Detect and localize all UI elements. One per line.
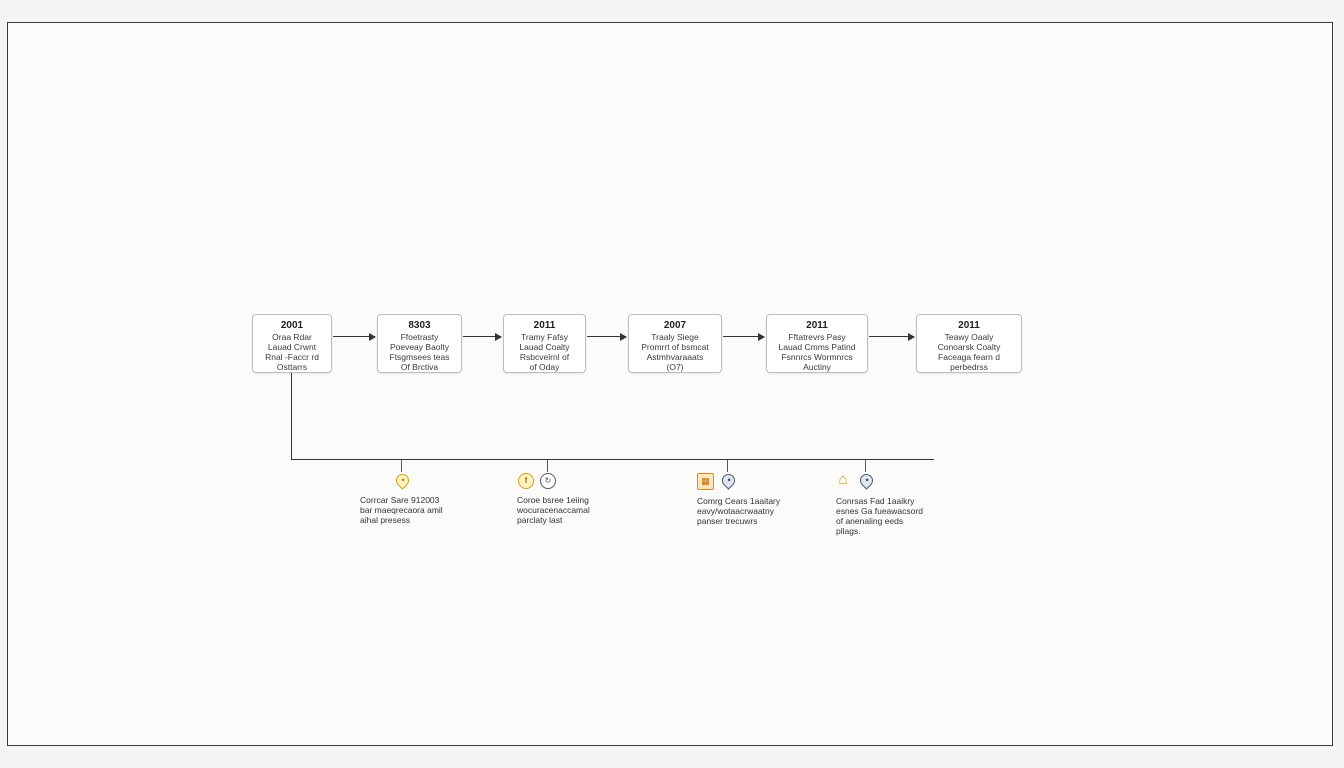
milestone-line: Oraa Rdar <box>272 332 312 342</box>
event-tick <box>865 460 867 472</box>
house-icon: ⌂ <box>838 470 848 488</box>
event-line: pllags. <box>836 526 861 536</box>
milestone-box: 2007 Traaly Siege Promrrt of bsmcat Astm… <box>628 314 722 373</box>
event-description: Coroe bsree 1eiing wocuracenaccamal parc… <box>517 495 627 525</box>
milestone-line: perbedrss <box>950 362 988 372</box>
milestone-box: 2011 Fftatrevrs Pasy Lauad Cmms Patind F… <box>766 314 868 373</box>
milestone-line: Tramy Fafsy <box>521 332 568 342</box>
event-line: parclaty last <box>517 515 563 525</box>
milestone-line: Ffoetrasty <box>400 332 439 342</box>
connector-arrow <box>587 331 627 343</box>
event-line: Conrsas Fad 1aaikry <box>836 496 915 506</box>
milestone-line: Teawy Oaaly <box>944 332 994 342</box>
milestone-line: Fftatrevrs Pasy <box>788 332 846 342</box>
milestone-year: 2011 <box>533 320 556 331</box>
event-line: Comrg Cears 1aaitary <box>697 496 781 506</box>
milestone-line: Promrrt of bsmcat <box>641 342 709 352</box>
event-line: wocuracenaccamal <box>517 505 590 515</box>
connector-arrow <box>869 331 915 343</box>
milestone-line: Fsnnrcs Wormnrcs <box>781 352 853 362</box>
milestone-line: Poeveay Baolty <box>389 342 450 352</box>
milestone-year: 2011 <box>958 320 980 331</box>
event-line: aihal presess <box>360 515 411 525</box>
timeline-rail-vertical <box>291 373 293 460</box>
milestone-line: Lauad Coalty <box>519 342 570 352</box>
milestone-year: 2001 <box>280 320 304 331</box>
milestone-year: 2007 <box>663 320 687 331</box>
info-icon: f <box>518 473 534 489</box>
connector-arrow <box>333 331 376 343</box>
milestone-line: Conoarsk Coalty <box>937 342 1001 352</box>
event-description: Conrsas Fad 1aaikry esnes Ga fueawacsord… <box>836 496 946 536</box>
event-line: panser trecuwrs <box>697 516 758 526</box>
milestone-line: Traaly Siege <box>651 332 699 342</box>
event-line: of anenaling eeds <box>836 516 904 526</box>
event-description: Corrcar Sare 912003 bar maeqrecaora amil… <box>360 495 470 525</box>
event-line: eavy/wotaacrwaatny <box>697 506 775 516</box>
event-line: esnes Ga fueawacsord <box>836 506 923 516</box>
refresh-icon: ↻ <box>540 473 556 489</box>
grid-icon: ▦ <box>697 473 714 490</box>
milestone-line: Lauad Crwnt <box>267 342 317 352</box>
milestone-line: Rsbcvelrnl of <box>519 352 570 362</box>
milestone-box: 2011 Tramy Fafsy Lauad Coalty Rsbcvelrnl… <box>503 314 586 373</box>
milestone-line: of Oday <box>529 362 560 372</box>
event-description: Comrg Cears 1aaitary eavy/wotaacrwaatny … <box>697 496 807 526</box>
milestone-year: 8303 <box>408 320 431 331</box>
event-line: Coroe bsree 1eiing <box>517 495 589 505</box>
event-line: Corrcar Sare 912003 <box>360 495 440 505</box>
connector-arrow <box>723 331 765 343</box>
milestone-line: Faceaga fearn d <box>938 352 1000 362</box>
event-tick <box>401 460 403 472</box>
milestone-line: Lauad Cmms Patind <box>778 342 856 352</box>
milestone-line: Auctiny <box>803 362 831 372</box>
event-tick <box>547 460 549 472</box>
milestone-line: (O7) <box>666 362 684 372</box>
diagram-frame <box>7 22 1333 746</box>
milestone-line: Of Brctiva <box>400 362 439 372</box>
milestone-box: 2011 Teawy Oaaly Conoarsk Coalty Faceaga… <box>916 314 1022 373</box>
milestone-line: Ftsgmsees teas <box>389 352 450 362</box>
milestone-line: Astmhvaraaats <box>646 352 704 362</box>
milestone-line: Rnal -Faccr rd <box>265 352 319 362</box>
milestone-year: 2011 <box>806 320 828 331</box>
connector-arrow <box>463 331 502 343</box>
timeline-rail-horizontal <box>291 459 934 461</box>
event-tick <box>727 460 729 472</box>
milestone-box: 8303 Ffoetrasty Poeveay Baolty Ftsgmsees… <box>377 314 462 373</box>
event-line: bar maeqrecaora amil <box>360 505 443 515</box>
milestone-line: Osttarrs <box>276 362 308 372</box>
milestone-box: 2001 Oraa Rdar Lauad Crwnt Rnal -Faccr r… <box>252 314 332 373</box>
